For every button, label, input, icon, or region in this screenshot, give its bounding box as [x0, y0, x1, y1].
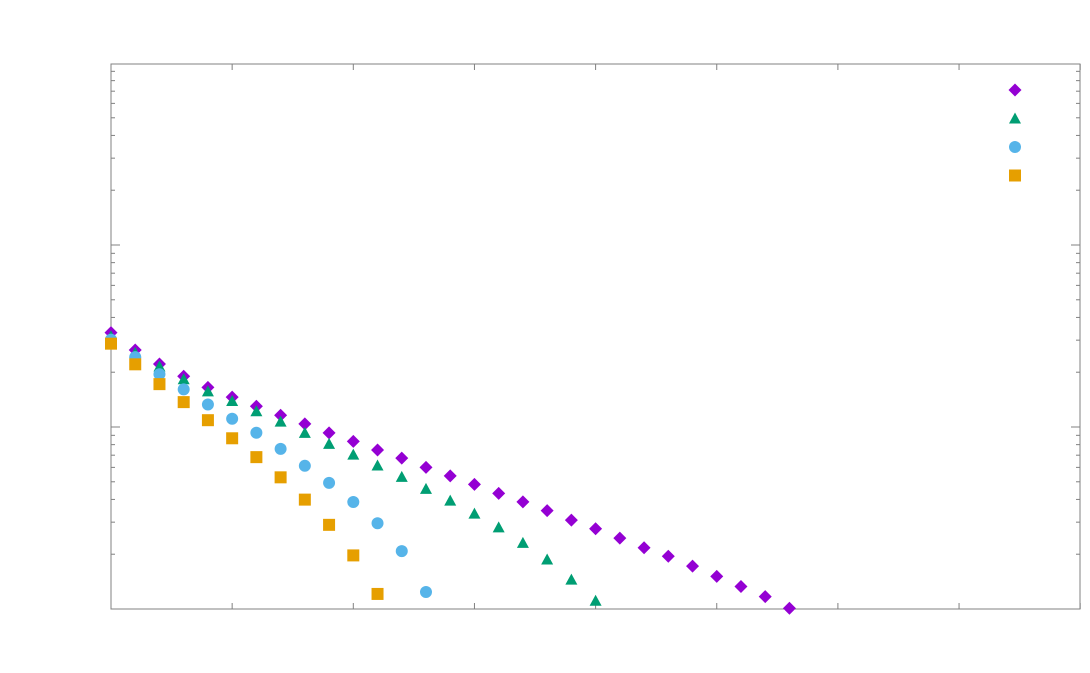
data-point	[298, 459, 311, 472]
data-point	[710, 569, 724, 583]
legend-marker	[1009, 112, 1021, 124]
legend-marker	[1009, 141, 1021, 153]
data-point	[589, 594, 602, 606]
data-point	[419, 460, 433, 474]
data-point	[371, 587, 384, 600]
data-point	[226, 432, 239, 445]
legend-marker	[1008, 83, 1022, 97]
data-point	[540, 504, 554, 518]
data-point	[347, 496, 360, 509]
data-point	[250, 451, 263, 464]
data-point	[177, 396, 190, 409]
data-point	[153, 378, 166, 391]
data-point	[589, 522, 603, 536]
data-point	[395, 470, 408, 482]
data-point	[177, 373, 190, 385]
data-point	[274, 442, 287, 455]
data-point	[492, 486, 506, 500]
data-point	[734, 579, 748, 593]
data-point	[395, 545, 408, 558]
data-point	[371, 443, 385, 457]
data-point	[468, 507, 481, 519]
data-point	[250, 405, 263, 417]
data-point	[347, 448, 360, 460]
data-point	[516, 536, 529, 548]
data-point	[444, 494, 457, 506]
data-point	[443, 469, 457, 483]
data-point	[274, 415, 287, 427]
data-point	[541, 553, 554, 565]
data-point	[419, 585, 432, 598]
data-point	[298, 493, 311, 506]
data-point	[226, 412, 239, 425]
data-point	[419, 482, 432, 494]
data-point	[637, 541, 651, 555]
series-3	[105, 333, 432, 598]
data-point	[177, 383, 190, 396]
data-point	[661, 549, 675, 563]
data-point	[467, 477, 481, 491]
data-marks	[104, 326, 796, 615]
series-4	[105, 337, 384, 600]
data-point	[201, 414, 214, 427]
legend-marker	[1009, 169, 1021, 182]
data-point	[153, 368, 166, 381]
data-point	[298, 426, 311, 438]
legend	[1008, 83, 1022, 182]
series-2	[105, 330, 602, 606]
data-point	[564, 513, 578, 527]
series-1	[104, 326, 796, 615]
data-point	[298, 417, 312, 431]
data-point	[346, 434, 360, 448]
data-point	[371, 517, 384, 530]
data-point	[153, 360, 166, 372]
data-point	[201, 398, 214, 411]
data-point	[758, 590, 772, 604]
data-point	[105, 337, 117, 350]
data-point	[274, 408, 288, 422]
data-point	[565, 573, 578, 585]
data-point	[250, 426, 263, 439]
data-point	[613, 531, 627, 545]
data-point	[492, 521, 505, 533]
data-point	[226, 394, 239, 406]
data-point	[371, 459, 384, 471]
data-point	[782, 601, 796, 615]
data-point	[516, 495, 530, 509]
data-point	[323, 437, 336, 449]
data-point	[395, 451, 409, 465]
data-point	[129, 358, 142, 371]
data-point	[274, 471, 287, 484]
data-point	[201, 385, 214, 397]
data-point	[347, 549, 360, 562]
data-point	[322, 426, 336, 440]
data-point	[323, 518, 336, 531]
data-point	[686, 559, 700, 573]
data-point	[323, 476, 336, 489]
